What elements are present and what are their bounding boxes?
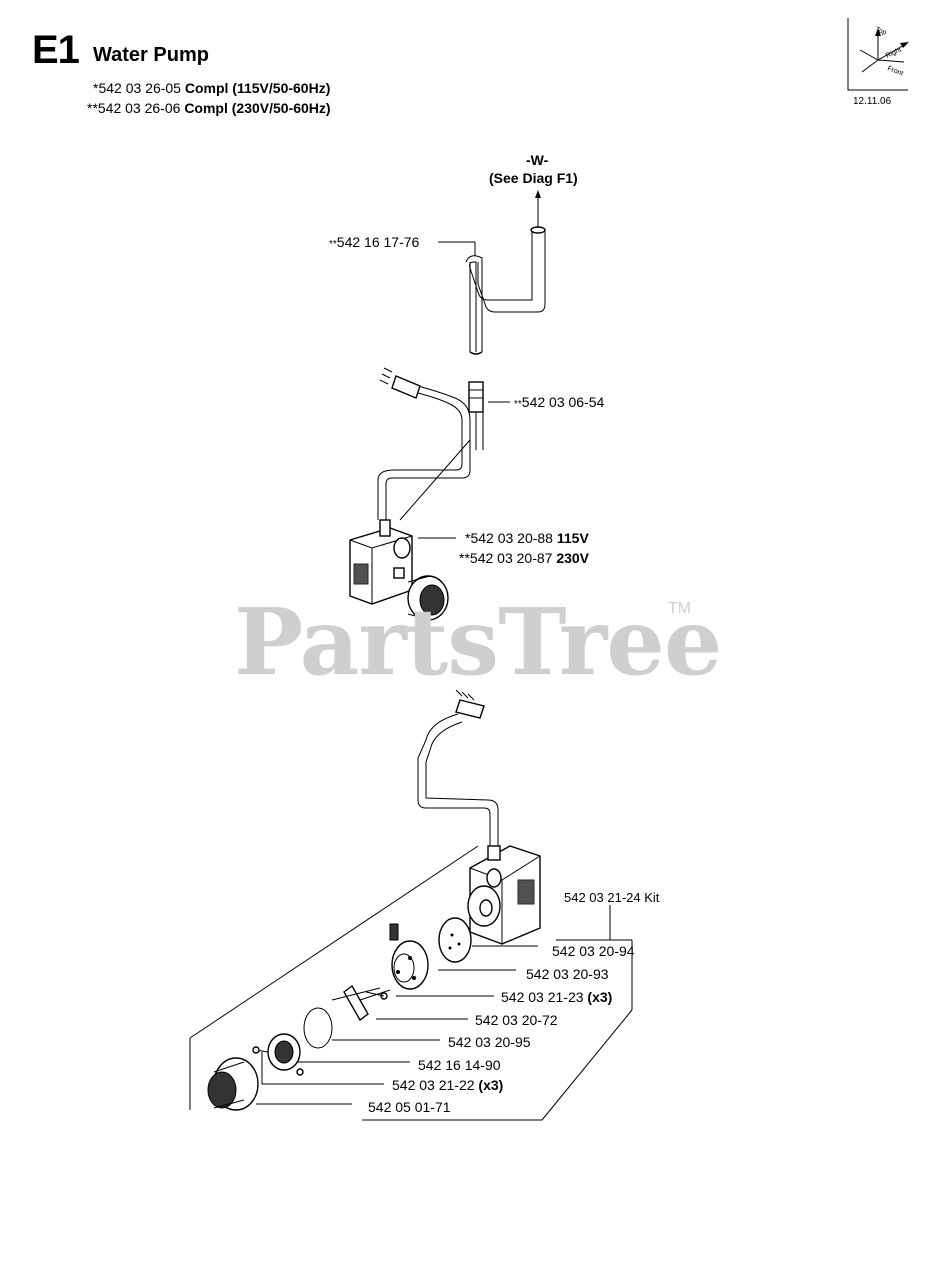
lower-pump-body <box>467 845 541 945</box>
compl-2-number: **542 03 26-06 <box>87 100 185 116</box>
part-label-filter: 542 05 01-71 <box>368 1099 451 1115</box>
compl-1-desc: Compl (115V/50-60Hz) <box>184 80 331 96</box>
orientation-right-label: Right <box>885 47 903 60</box>
section-code: E1 <box>32 28 80 72</box>
orientation-front-label: Front <box>886 65 904 77</box>
upper-pump <box>349 519 449 621</box>
lower-power-cord <box>417 689 499 850</box>
kit-bracket <box>189 845 633 1121</box>
watermark-tm: TM <box>668 600 692 617</box>
leader-lines <box>256 241 538 1105</box>
orientation-top-label: Top <box>874 26 887 36</box>
part-label-pump-230v: **542 03 20-87 230V <box>459 550 590 566</box>
upper-power-cord <box>377 367 471 521</box>
part-label-pump-115v: *542 03 20-88 115V <box>465 530 589 546</box>
ref-see-diag: (See Diag F1) <box>489 170 578 186</box>
part-label-impeller: 542 03 20-72 <box>475 1012 558 1028</box>
complete-assembly-230v: **542 03 26-06 Compl (230V/50-60Hz) <box>87 100 331 116</box>
part-label-o-ring: 542 03 20-95 <box>448 1034 531 1050</box>
part-label-gasket-plate: 542 03 20-94 <box>552 943 635 959</box>
revision-date: 12.11.06 <box>853 96 892 107</box>
hose-fitting <box>468 381 484 450</box>
gasket-plate <box>438 917 472 963</box>
compl-1-number: *542 03 26-05 <box>93 80 185 96</box>
ref-w: -W- <box>526 152 549 168</box>
part-label-fitting: **542 03 06-54 <box>514 394 605 410</box>
part-label-cover: 542 16 14-90 <box>418 1057 501 1073</box>
watermark: PartsTree <box>234 588 722 696</box>
part-label-kit: 542 03 21-24 Kit <box>564 890 660 905</box>
part-label-screw-22: 542 03 21-22 (x3) <box>392 1077 504 1093</box>
section-title: Water Pump <box>93 44 209 66</box>
part-label-hose: **542 16 17-76 <box>329 234 420 250</box>
upper-hose <box>465 226 546 355</box>
exploded-parts <box>207 917 472 1111</box>
part-label-housing: 542 03 20-93 <box>526 966 609 982</box>
compl-2-desc: Compl (230V/50-60Hz) <box>184 100 331 116</box>
part-label-screw-23: 542 03 21-23 (x3) <box>501 989 613 1005</box>
complete-assembly-115v: *542 03 26-05 Compl (115V/50-60Hz) <box>93 80 330 96</box>
orientation-indicator: Top Right Front <box>847 18 909 91</box>
